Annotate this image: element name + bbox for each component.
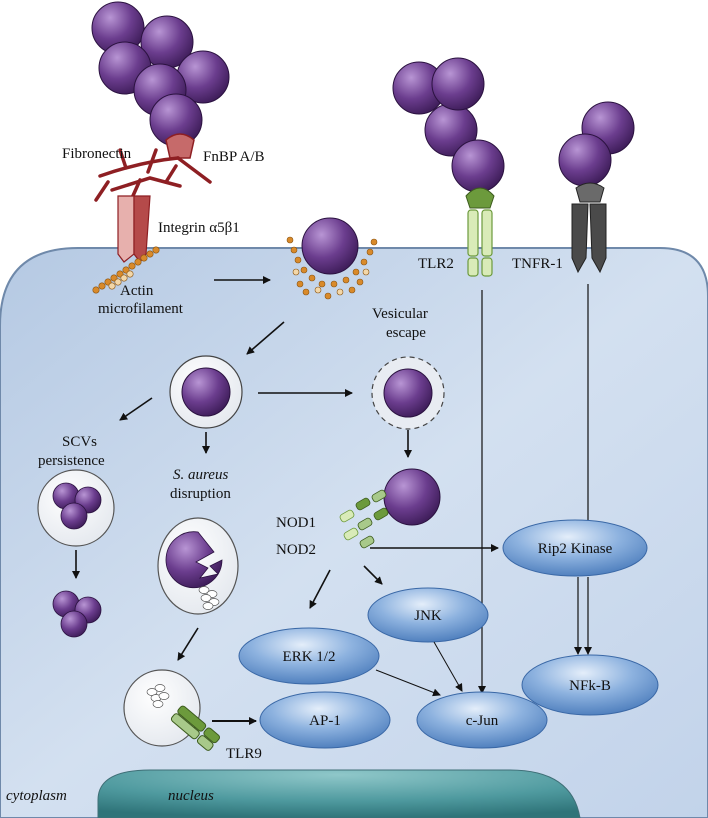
arrow-nod-erk: [309, 569, 331, 609]
node-jnk: JNK: [367, 587, 489, 643]
tlr2-receptor: [465, 187, 495, 277]
actin-label-line2: microfilament: [98, 301, 184, 317]
nod-bacterium: [383, 468, 441, 526]
arrow-disruption-tlr9: [177, 627, 199, 661]
cjun-label: c-Jun: [466, 713, 499, 729]
arrow-to-vacuole: [246, 321, 285, 355]
vesicular-label-line1: Vesicular: [372, 306, 428, 322]
arrow-to-scvs: [119, 397, 153, 421]
erk-label: ERK 1/2: [283, 649, 336, 665]
node-rip2-kinase: Rip2 Kinase: [502, 519, 648, 577]
node-cjun: c-Jun: [416, 691, 548, 749]
saureus-label-line2: disruption: [170, 486, 231, 502]
arrow-jnk-cjun: [433, 641, 463, 692]
arrow-nod-jnk: [363, 565, 383, 585]
integrin-receptor: [117, 195, 151, 263]
scvs-label-line1: SCVs: [62, 434, 97, 450]
scvs-vacuole: [37, 469, 115, 547]
bacteria-cluster-fibronectin: [91, 1, 230, 147]
nfkb-label: NFk-B: [569, 678, 611, 694]
fnbp-protein: [165, 133, 195, 159]
arrow-erk-cjun: [375, 669, 441, 697]
tnfr1-receptor: [571, 182, 607, 274]
bacteria-cluster-tnfr1: [558, 101, 635, 187]
tlr2-label: TLR2: [418, 256, 454, 272]
tlr9-label: TLR9: [226, 746, 262, 762]
jnk-label: JNK: [414, 608, 442, 624]
node-ap1: AP-1: [259, 691, 391, 749]
nod1-label: NOD1: [276, 515, 316, 531]
fibronectin-label: Fibronectin: [62, 146, 132, 162]
actin-microfilament: [92, 246, 160, 294]
actin-label-line1: Actin: [120, 283, 154, 299]
bacterium-internalizing: [301, 217, 359, 275]
scvs-released: [52, 590, 102, 638]
tlr9-endosome: [123, 669, 220, 751]
saureus-label-line1: S. aureus: [173, 467, 228, 483]
escaping-bacterium: [371, 356, 445, 430]
ap1-label: AP-1: [309, 713, 341, 729]
actin-cup: [286, 236, 378, 300]
vacuole-bacterium: [169, 355, 243, 429]
node-erk: ERK 1/2: [238, 627, 380, 685]
fnbp-label: FnBP A/B: [203, 149, 265, 165]
nod-receptors: [339, 489, 389, 549]
disrupted-bacterium-vacuole: [157, 517, 239, 615]
rip2-label: Rip2 Kinase: [538, 541, 613, 557]
nucleus: [97, 769, 581, 818]
cytoplasm-label: cytoplasm: [6, 788, 67, 804]
scvs-label-line2: persistence: [38, 453, 105, 469]
nod2-label: NOD2: [276, 542, 316, 558]
tnfr1-label: TNFR-1: [512, 256, 563, 272]
node-nfkb: NFk-B: [521, 654, 659, 716]
nucleus-label: nucleus: [168, 788, 214, 804]
bacteria-cluster-tlr2: [392, 57, 505, 193]
vesicular-label-line2: escape: [386, 325, 426, 341]
integrin-label: Integrin α5β1: [158, 220, 240, 236]
fibronectin-strands: [94, 148, 212, 202]
